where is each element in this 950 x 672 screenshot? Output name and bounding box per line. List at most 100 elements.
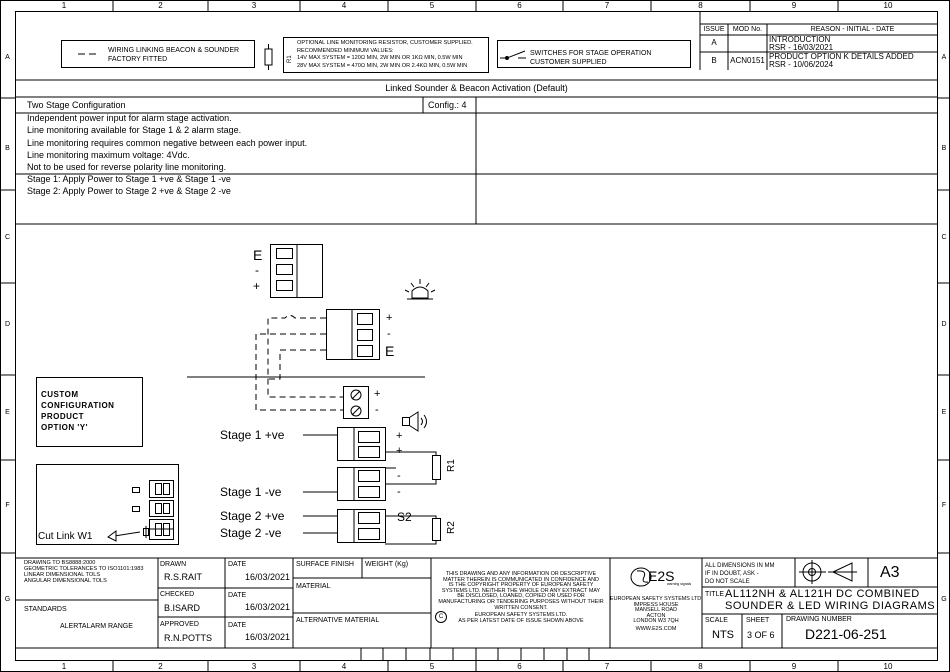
legend-symbols xyxy=(78,44,526,70)
drawn-by: R.S.RAIT xyxy=(164,572,203,582)
drawn-label: DRAWN xyxy=(160,561,187,568)
stage1-neg-label: Stage 1 -ve xyxy=(220,485,282,499)
title-label: TITLE xyxy=(705,591,725,598)
company-website: WWW.E2S.COM xyxy=(635,626,677,632)
custom-option-label: CUSTOM CONFIGURATION PRODUCT OPTION 'Y' xyxy=(41,390,115,432)
stage-line: Stage 1: Apply Power to Stage 1 +ve & St… xyxy=(27,174,231,184)
scale-label: SCALE xyxy=(705,617,728,624)
grid-row-label: B xyxy=(941,145,947,152)
grid-column-label: 5 xyxy=(429,1,435,10)
grid-column-label: 4 xyxy=(341,662,347,671)
drawn-date-label: DATE xyxy=(228,561,247,568)
revision-header-mod: MOD No. xyxy=(732,26,763,33)
stage1-pos-label: Stage 1 +ve xyxy=(220,428,285,442)
sounder-terminal-plus: + xyxy=(374,388,381,400)
copyright-owner: EUROPEAN SAFETY SYSTEMS LTD. AS PER LATE… xyxy=(458,612,584,624)
cut-link-box xyxy=(36,464,179,545)
w1-connector-block xyxy=(132,480,174,540)
stage2-neg-label: Stage 2 -ve xyxy=(220,526,282,540)
stage1-minus-a: - xyxy=(397,470,401,482)
note-line: Line monitoring available for Stage 1 & … xyxy=(27,125,242,135)
revision-table-lines xyxy=(699,11,938,70)
config-number: Config.: 4 xyxy=(428,100,467,110)
grid-column-label: 1 xyxy=(61,662,67,671)
note-line: Line monitoring maximum voltage: 4Vdc. xyxy=(27,150,190,160)
field-wires xyxy=(303,434,441,545)
grid-row-dividers xyxy=(0,97,950,554)
beacon-terminal-minus: - xyxy=(387,328,391,340)
sounder-icon xyxy=(402,411,427,432)
checked-date-label: DATE xyxy=(228,592,247,599)
page-title: Linked Sounder & Beacon Activation (Defa… xyxy=(385,83,568,93)
grid-column-label: 7 xyxy=(604,662,610,671)
grid-column-label: 8 xyxy=(698,662,703,671)
drawing-number-label: DRAWING NUMBER xyxy=(786,616,852,623)
legend-resistor-text: OPTIONAL LINE MONITORING RESISTOR, CUSTO… xyxy=(297,40,473,69)
wiring-diagram xyxy=(36,244,441,545)
sounder-terminal-minus: - xyxy=(375,404,379,416)
r2-label: R2 xyxy=(446,521,457,534)
projection-symbol-icon xyxy=(799,560,857,584)
company-address: EUROPEAN SAFETY SYSTEMS LTD. IMPRESS HOU… xyxy=(610,596,703,625)
grid-row-label: A xyxy=(5,54,10,61)
copyright-symbol: C xyxy=(438,614,444,620)
alt-material-label: ALTERNATIVE MATERIAL xyxy=(296,617,380,624)
stage2-pos-label: Stage 2 +ve xyxy=(220,509,285,523)
note-line: Not to be used for reverse polarity line… xyxy=(27,162,227,172)
scale-value: NTS xyxy=(712,629,734,641)
drawing-number: D221-06-251 xyxy=(805,626,887,642)
legend-switch-text: SWITCHES FOR STAGE OPERATION CUSTOMER SU… xyxy=(530,50,652,66)
revision-mod: ACN0151 xyxy=(730,56,765,65)
grid-row-label: G xyxy=(4,596,11,603)
title-block-symbols xyxy=(435,560,857,623)
plus-label: + xyxy=(253,279,261,293)
revision-reason: PRODUCT OPTION K DETAILS ADDED RSR - 10/… xyxy=(769,52,914,69)
revision-issue: B xyxy=(711,56,717,65)
grid-row-label: C xyxy=(4,234,11,241)
grid-column-label: 2 xyxy=(158,1,163,10)
grid-row-label: E xyxy=(941,409,947,416)
approved-by: R.N.POTTS xyxy=(164,633,213,643)
checked-label: CHECKED xyxy=(160,591,195,598)
approved-date: 16/03/2021 xyxy=(245,632,291,642)
legend-resistor-label: R1 xyxy=(287,55,293,63)
paper-size: A3 xyxy=(880,564,900,581)
material-label: MATERIAL xyxy=(296,583,331,590)
grid-row-label: D xyxy=(941,321,947,328)
title-block-lines xyxy=(15,557,938,661)
standards-value: ALERTALARM RANGE xyxy=(60,623,133,630)
factory-wiring xyxy=(255,315,343,411)
company-logo-sub: warning signals xyxy=(667,582,692,586)
r1-resistor-icon xyxy=(432,455,441,480)
beacon-terminal-earth: E xyxy=(385,343,395,359)
grid-column-label: 4 xyxy=(341,1,347,10)
r2-resistor-icon xyxy=(432,518,441,541)
grid-column-label: 7 xyxy=(604,1,610,10)
stage1-plus-a: + xyxy=(396,430,403,442)
grid-row-label: G xyxy=(941,596,947,603)
approved-date-label: DATE xyxy=(228,622,247,629)
stage-line: Stage 2: Apply Power to Stage 2 +ve & St… xyxy=(27,186,231,196)
standards-label: STANDARDS xyxy=(24,606,67,613)
revision-header-reason: REASON - INITIAL - DATE xyxy=(810,26,895,33)
grid-row-label: F xyxy=(5,502,10,509)
grid-column-label: 5 xyxy=(429,662,435,671)
drawing-title-line2: SOUNDER & LED WIRING DIAGRAMS xyxy=(725,600,936,612)
checked-by: B.ISARD xyxy=(164,603,201,613)
grid-column-label: 3 xyxy=(251,1,257,10)
revision-issue: A xyxy=(711,38,717,47)
grid-row-label: D xyxy=(4,321,11,328)
stage-terminal-blocks xyxy=(337,427,386,543)
company-logo-text: E2S xyxy=(648,568,675,584)
s2-label: S2 xyxy=(397,510,412,524)
e2s-logo-icon xyxy=(630,567,652,587)
grid-column-label: 8 xyxy=(698,1,703,10)
beacon-terminal-plus: + xyxy=(386,312,393,324)
sheet-value: 3 OF 6 xyxy=(747,630,775,640)
beacon-icon xyxy=(404,279,436,300)
grid-row-label: B xyxy=(5,145,10,152)
grid-column-label: 3 xyxy=(251,662,257,671)
switch-icon xyxy=(500,50,526,60)
grid-column-label: 9 xyxy=(791,662,797,671)
revision-reason: INTRODUCTION RSR - 16/03/2021 xyxy=(769,35,834,52)
